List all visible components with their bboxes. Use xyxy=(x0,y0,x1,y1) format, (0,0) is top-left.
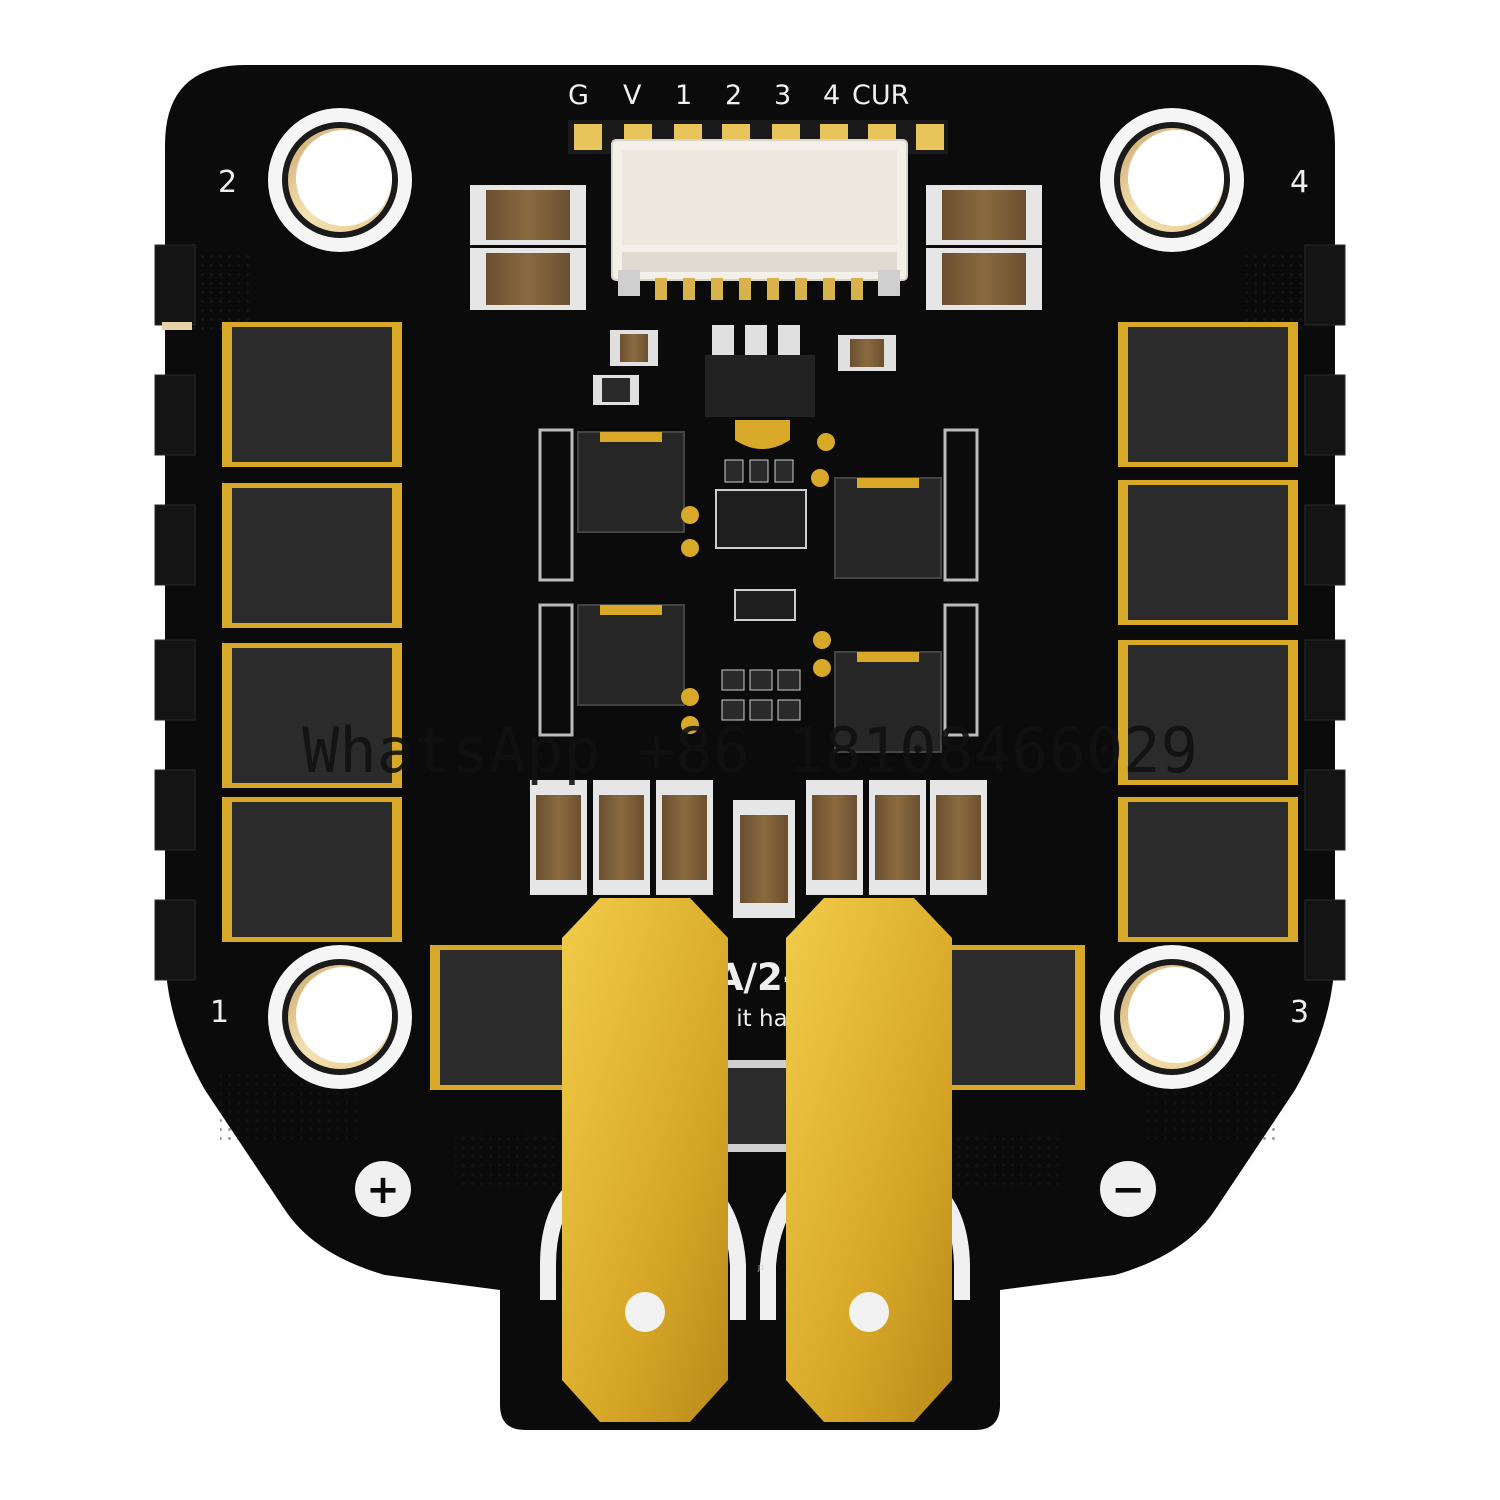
left-mosfet-column xyxy=(222,322,402,942)
motor-label-4: 4 xyxy=(1290,165,1309,200)
pad-designator: J1 xyxy=(757,1264,765,1272)
driver-ic-bottom-left xyxy=(538,603,685,737)
bulk-capacitor-row xyxy=(530,780,987,918)
motor-labels: 2 4 1 3 xyxy=(210,165,1309,1030)
negative-symbol-text: − xyxy=(1111,1167,1145,1213)
voltage-regulator xyxy=(593,325,896,449)
central-passives xyxy=(681,433,835,734)
mounting-hole-bottom-right xyxy=(1100,945,1244,1089)
mounting-hole-top-right xyxy=(1100,108,1244,252)
pin-label-g: G xyxy=(568,80,589,111)
left-edge-pads xyxy=(154,244,196,981)
motor-label-1: 1 xyxy=(210,995,229,1030)
positive-symbol: + xyxy=(355,1161,411,1217)
driver-ic-bottom-right xyxy=(834,603,979,753)
battery-pad-positive xyxy=(540,898,746,1422)
pin-label-v: V xyxy=(623,80,642,111)
pin-label-3: 3 xyxy=(774,80,791,111)
pin-label-4: 4 xyxy=(823,80,840,111)
mounting-hole-bottom-left xyxy=(268,945,412,1089)
driver-ic-top-right xyxy=(834,428,979,582)
right-edge-pads xyxy=(1304,244,1346,981)
pin-label-2: 2 xyxy=(725,80,742,111)
driver-ic-top-left xyxy=(538,428,685,582)
mounting-hole-top-left xyxy=(268,108,412,252)
connector-capacitors xyxy=(470,185,1042,310)
watermark-text: WhatsApp +86 18108466029 xyxy=(302,714,1198,787)
positive-symbol-text: + xyxy=(366,1167,400,1213)
pin-label-cur: CUR xyxy=(852,80,909,111)
right-mosfet-column xyxy=(1118,322,1298,942)
battery-pad-negative xyxy=(760,898,970,1422)
negative-symbol: − xyxy=(1100,1161,1156,1217)
connector-pin-labels: G V 1 2 3 4 CUR xyxy=(568,80,909,111)
signal-connector xyxy=(568,120,948,300)
motor-label-3: 3 xyxy=(1290,995,1309,1030)
pin-label-1: 1 xyxy=(675,80,692,111)
motor-label-2: 2 xyxy=(218,165,237,200)
